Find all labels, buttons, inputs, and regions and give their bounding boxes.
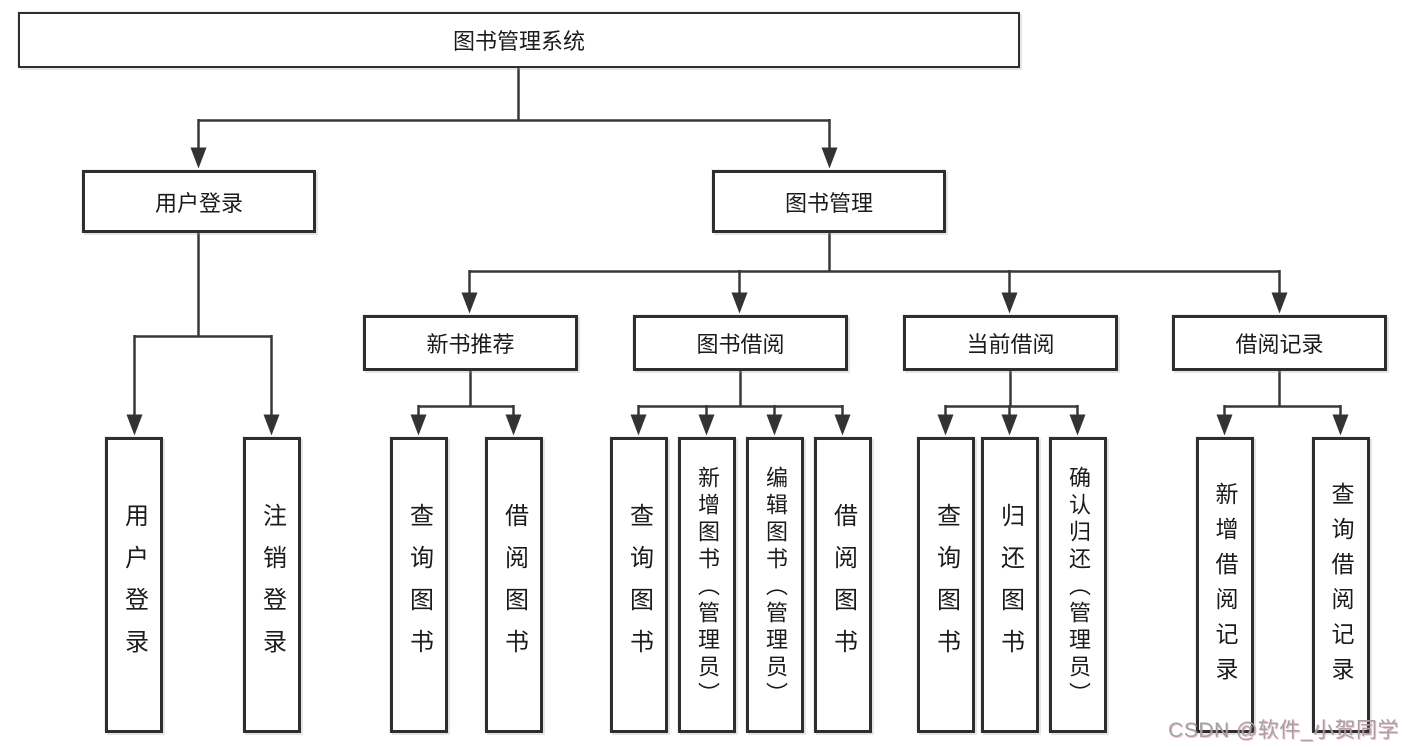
arrowhead-leaf-bb-edit: [766, 414, 783, 436]
arrowhead-leaf-cb-query: [937, 414, 954, 436]
arrowhead-user-login-branch: [190, 147, 207, 169]
node-new-book-recommend: 新书推荐: [363, 315, 578, 371]
arrowhead-leaf-br-add: [1216, 414, 1233, 436]
node-leaf-query-books-nb: 查询图书: [390, 437, 448, 733]
node-current-borrowing: 当前借阅: [903, 315, 1118, 371]
node-borrowing-records: 借阅记录: [1172, 315, 1387, 371]
node-leaf-query-books-cb: 查询图书: [917, 437, 975, 733]
arrowhead-leaf-nb-query: [410, 414, 427, 436]
arrowhead-leaf-cb-confirm: [1069, 414, 1086, 436]
node-leaf-user-login: 用户登录: [105, 437, 163, 733]
node-leaf-logout: 注销登录: [243, 437, 301, 733]
arrowhead-new-books: [461, 292, 478, 314]
arrowhead-leaf-br-query: [1332, 414, 1349, 436]
arrowhead-leaf-nb-borrow: [505, 414, 522, 436]
arrowhead-leaf-bb-query: [630, 414, 647, 436]
node-user-login: 用户登录: [82, 170, 316, 233]
node-leaf-confirm-return-admin: 确认归还（管理员）: [1049, 437, 1107, 733]
arrowhead-borrow-records: [1271, 292, 1288, 314]
connector-current-borrow-children: [944, 371, 1079, 416]
arrowhead-leaf-bb-add: [698, 414, 715, 436]
node-leaf-return-books: 归还图书: [981, 437, 1039, 733]
connector-user-login-children: [133, 233, 273, 416]
node-leaf-borrow-books-bb: 借阅图书: [814, 437, 872, 733]
node-book-borrowing: 图书借阅: [633, 315, 848, 371]
csdn-watermark: CSDN @软件_小贺同学: [1168, 719, 1399, 742]
arrowhead-leaf-user-login: [126, 414, 143, 436]
arrowhead-book-borrow: [731, 292, 748, 314]
arrowhead-current-borrow: [1001, 292, 1018, 314]
connector-book-borrow-children: [637, 371, 844, 416]
node-leaf-query-borrow-record: 查询借阅记录: [1312, 437, 1370, 733]
arrowhead-book-mgmt-branch: [821, 147, 838, 169]
connector-root-to-level2: [197, 68, 831, 149]
arrowhead-leaf-logout: [263, 414, 280, 436]
node-leaf-add-borrow-record: 新增借阅记录: [1196, 437, 1254, 733]
node-leaf-add-books-admin: 新增图书（管理员）: [678, 437, 736, 733]
connector-borrow-records-children: [1223, 371, 1342, 416]
node-leaf-borrow-books-nb: 借阅图书: [485, 437, 543, 733]
node-leaf-query-books-bb: 查询图书: [610, 437, 668, 733]
node-book-management-system: 图书管理系统: [18, 12, 1020, 68]
node-book-management: 图书管理: [712, 170, 946, 233]
arrowhead-leaf-cb-return: [1001, 414, 1018, 436]
node-leaf-edit-books-admin: 编辑图书（管理员）: [746, 437, 804, 733]
connector-book-mgmt-children: [468, 233, 1281, 296]
arrowhead-leaf-bb-borrow: [834, 414, 851, 436]
connector-new-books-children: [417, 371, 515, 416]
